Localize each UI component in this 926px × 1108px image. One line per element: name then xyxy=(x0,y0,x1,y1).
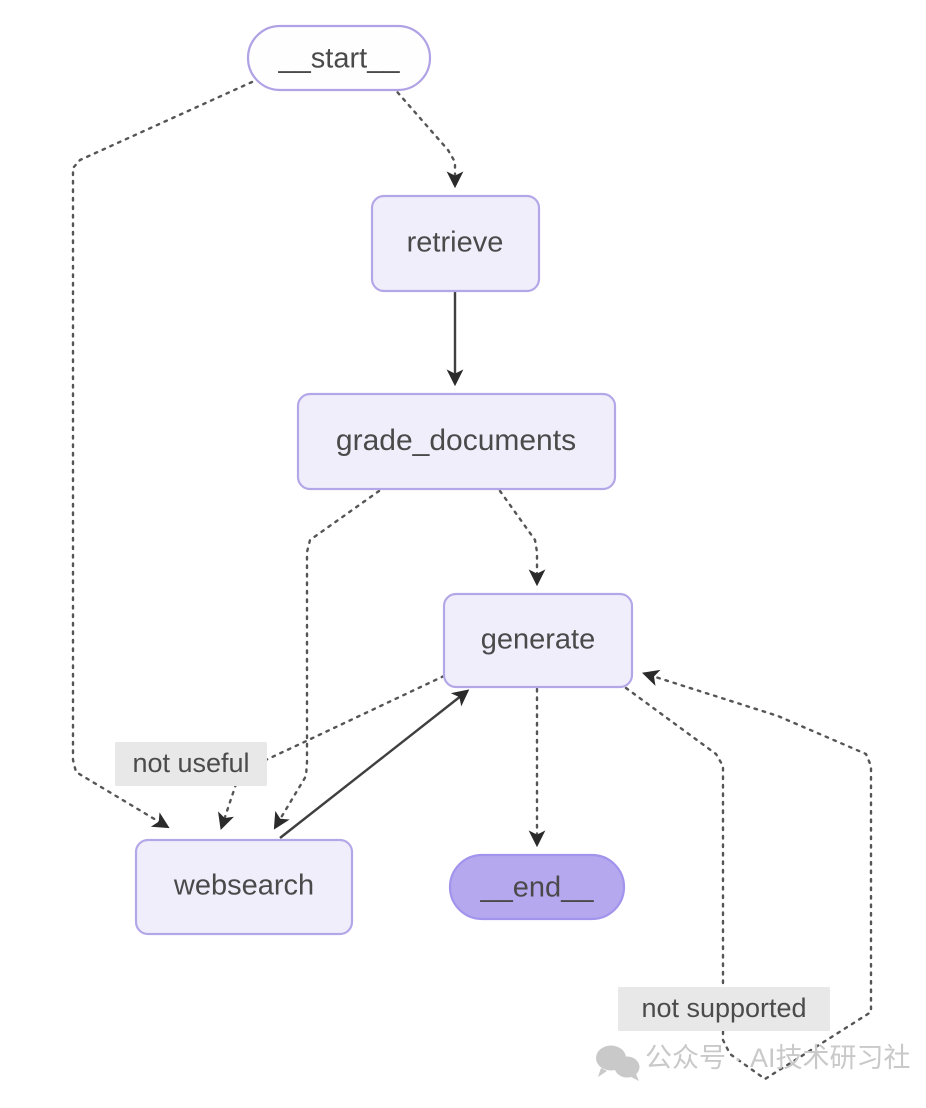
nodes-layer: __start__ retrieve grade_documents gener… xyxy=(134,24,634,936)
edge-label-not-supported-text: not supported xyxy=(641,993,806,1023)
node-websearch-label: websearch xyxy=(173,870,314,902)
node-websearch[interactable]: websearch xyxy=(134,838,354,936)
edges-layer xyxy=(71,80,873,1081)
node-start-label: __start__ xyxy=(278,43,401,75)
node-generate[interactable]: generate xyxy=(442,592,634,689)
edge-grade-documents-to-websearch xyxy=(273,489,381,830)
edge-generate-to-websearch xyxy=(218,674,446,830)
edge-label-not-useful-text: not useful xyxy=(132,748,249,778)
edge-generate-self-loop xyxy=(624,669,873,1081)
node-end-label: __end__ xyxy=(480,872,595,904)
edge-label-not-useful: not useful xyxy=(115,742,267,786)
node-end[interactable]: __end__ xyxy=(448,853,626,921)
node-retrieve[interactable]: retrieve xyxy=(370,194,541,293)
watermark: 公众号 · AI技术研习社 xyxy=(596,1043,911,1081)
edge-start-to-websearch xyxy=(71,80,254,829)
node-generate-label: generate xyxy=(481,624,596,656)
edge-label-not-supported: not supported xyxy=(618,987,830,1031)
edge-start-to-retrieve xyxy=(390,84,464,189)
edge-websearch-to-generate xyxy=(279,689,470,839)
node-grade-documents-label: grade_documents xyxy=(336,424,576,457)
node-retrieve-label: retrieve xyxy=(407,227,504,259)
node-start[interactable]: __start__ xyxy=(246,24,432,92)
wechat-icon xyxy=(596,1045,640,1081)
edge-labels-layer: not useful not supported xyxy=(115,742,830,1031)
watermark-text: 公众号 · AI技术研习社 xyxy=(645,1043,911,1073)
edge-grade-documents-to-generate xyxy=(498,489,546,587)
node-grade-documents[interactable]: grade_documents xyxy=(296,392,617,491)
